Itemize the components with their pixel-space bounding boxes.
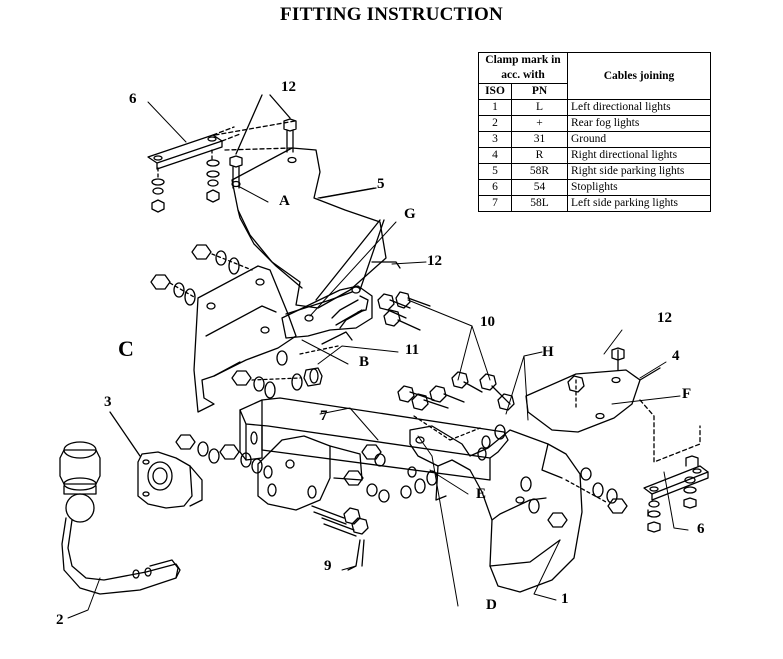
cable-clamp-table: Clamp mark in acc. with Cables joining I… <box>478 52 711 212</box>
bolt-12-top <box>229 94 297 189</box>
bolts-g <box>315 219 385 345</box>
crossbar-right-end-bracket <box>409 425 583 593</box>
callout-3: 3 <box>104 394 112 410</box>
callout-h: H <box>542 344 554 360</box>
pn-cell: 58R <box>511 163 568 180</box>
page-title: FITTING INSTRUCTION <box>280 4 503 25</box>
callout-10: 10 <box>480 314 495 330</box>
callout-12-mid: 12 <box>427 253 442 269</box>
mounting-plate-5 <box>214 120 387 309</box>
cable-desc-cell: Right side parking lights <box>567 163 711 180</box>
washers-crossbar-lower <box>343 444 438 503</box>
callout-4: 4 <box>672 348 680 364</box>
bolts-11 <box>397 371 515 441</box>
callout-12-right: 12 <box>657 310 672 326</box>
crossbar-left-end-bracket <box>257 435 363 511</box>
callout-e: E <box>476 486 487 502</box>
bolts-9 <box>311 505 369 571</box>
callout-5: 5 <box>377 176 385 192</box>
table-row: 2+Rear fog lights <box>478 115 711 132</box>
cable-desc-cell: Left side parking lights <box>567 195 711 212</box>
callout-d: D <box>486 597 497 613</box>
tow-ball-2 <box>59 441 181 595</box>
callout-6-right: 6 <box>697 521 705 537</box>
callout-f: F <box>682 386 692 402</box>
right-plate-4 <box>525 347 661 433</box>
bolt-stack-left-top <box>151 149 220 213</box>
left-mounting-bracket <box>193 265 353 413</box>
pn-header: PN <box>511 83 568 100</box>
callout-11: 11 <box>405 342 420 358</box>
callout-7: 7 <box>320 408 328 424</box>
leader-lines <box>67 101 689 619</box>
callout-9: 9 <box>324 558 332 574</box>
callout-a: A <box>279 193 290 209</box>
callout-2: 2 <box>56 612 64 628</box>
side-plate-left <box>147 126 241 170</box>
callout-6-left: 6 <box>129 91 137 107</box>
nut-washer-row-upper <box>150 244 253 306</box>
washers-near-socket <box>175 434 273 479</box>
socket-plate-3 <box>109 411 203 509</box>
callout-c: C <box>118 336 134 361</box>
callout-g: G <box>404 206 416 222</box>
nut-washer-row-lower <box>231 345 339 399</box>
callout-1: 1 <box>561 591 569 607</box>
bolts-10-upper <box>377 291 431 331</box>
inner-bracket-plate <box>281 261 401 339</box>
callout-12-top: 12 <box>281 79 296 95</box>
bolt-stack-right <box>647 455 699 533</box>
clamp-mark-header: Clamp mark in acc. with <box>478 52 568 84</box>
callout-b: B <box>359 354 370 370</box>
side-plate-right <box>639 399 709 501</box>
main-crossbar <box>239 397 509 481</box>
nuts-right-end <box>481 424 628 528</box>
